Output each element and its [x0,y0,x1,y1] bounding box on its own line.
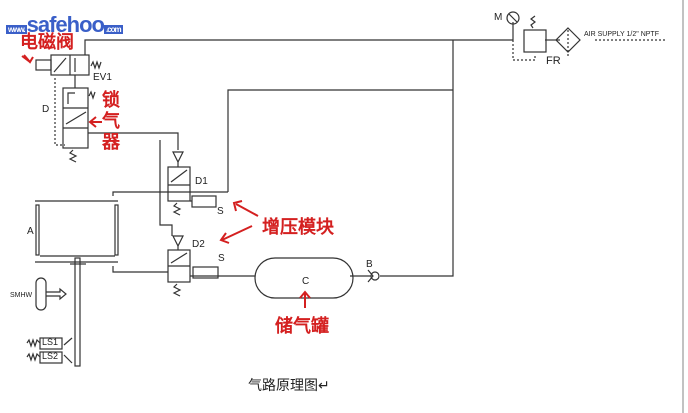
label-air-supply: AIR SUPPLY 1/2" NPTF [584,31,659,38]
label-air-tank: 储气罐 [275,316,329,337]
check-valve-icon [370,271,380,281]
pressure-gauge-icon [506,11,520,25]
silencer-s2-icon [192,266,219,279]
label-ls2: LS2 [42,351,59,361]
label-fr: FR [546,55,561,67]
main-supply-line [84,39,513,55]
regulator-icon [523,29,547,53]
label-booster-module: 增压模块 [262,217,334,238]
label-air-lock: 锁气器 [102,90,120,153]
d2-pilot-icon [172,235,184,248]
label-c: C [302,276,310,287]
tank-feed-line [380,40,454,277]
label-d1: D1 [195,176,208,187]
label-ev1: EV1 [93,72,112,83]
site-logo: www.safehoo.com [6,12,123,37]
label-d: D [42,104,50,115]
label-smhw: SMHW [10,292,33,299]
label-m: M [494,12,503,23]
label-d2: D2 [192,239,205,250]
diagram-caption: 气路原理图↵ [248,378,330,394]
label-a: A [27,226,34,237]
arrow-booster-1 [235,203,259,217]
arrow-booster-2 [221,225,253,241]
smhw-sensor-icon [35,277,47,311]
d1-pilot-icon [172,151,184,164]
d-to-d1-line [88,132,179,150]
label-solenoid-valve: 电磁阀 [20,32,74,53]
silencer-s1-icon [191,195,217,208]
cylinder-rod [74,257,81,367]
label-s2: S [218,253,225,264]
solenoid-icon [35,59,52,71]
label-s1: S [217,206,224,217]
label-ls1: LS1 [42,337,59,347]
label-b: B [366,259,373,270]
d1-valve-icon [167,166,191,202]
return-line [227,89,453,192]
d-valve-icon [62,87,89,149]
ls2-switch-icon [39,351,63,364]
ls1-switch-icon [39,337,63,350]
